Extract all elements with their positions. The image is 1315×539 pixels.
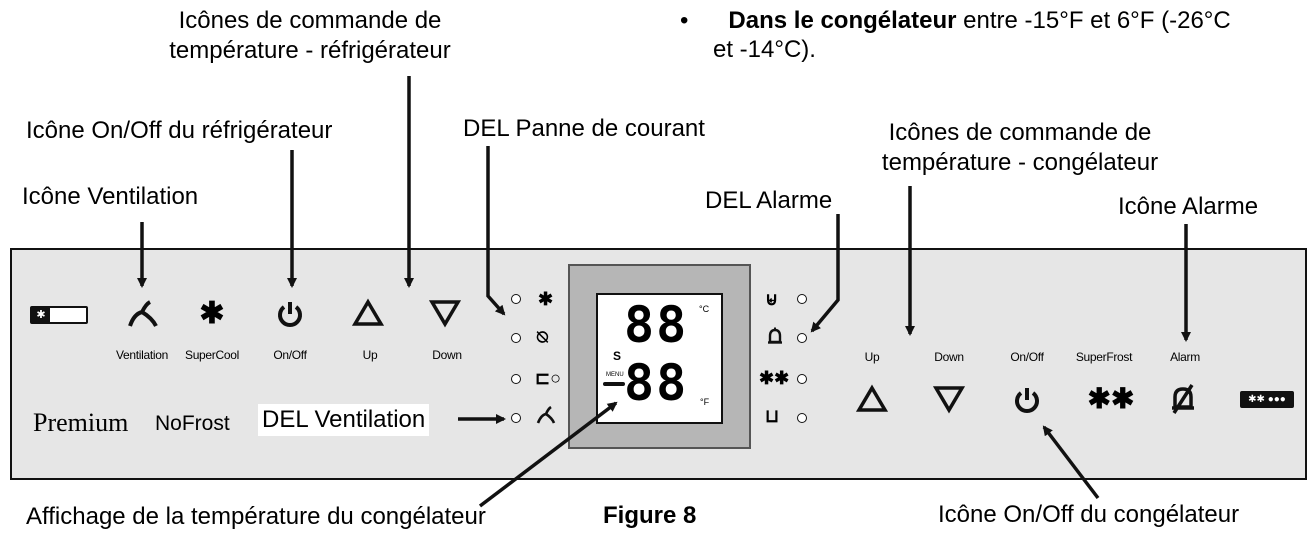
temperature-note: • Dans le congélateur entre -15°F et 6°F… <box>680 6 1231 64</box>
triangle-up-icon[interactable] <box>847 384 897 421</box>
power-icon[interactable] <box>265 298 315 337</box>
arrow-freezer-display <box>478 401 618 508</box>
alarm-off-icon[interactable] <box>1158 383 1208 422</box>
up-glyph <box>855 384 889 412</box>
snowflake-icon[interactable]: ✱ <box>199 297 225 330</box>
ventilation-led-glyph <box>536 405 556 424</box>
supercool-button-label: SuperCool <box>184 348 239 362</box>
freezer-temp-icons-callout: Icônes de commande de température - cong… <box>850 118 1190 178</box>
s-indicator: S <box>613 349 622 363</box>
figure-caption: Figure 8 <box>603 502 697 529</box>
bell-glyph <box>768 327 782 344</box>
arrow-freezer-onoff <box>1042 425 1100 500</box>
double-snowflake-icon[interactable]: ✱✱ <box>1087 383 1135 414</box>
power-failure-icon: ⍉ <box>537 327 548 347</box>
ventilation-led <box>511 413 521 423</box>
power-icon[interactable] <box>1002 384 1052 423</box>
superfrost-led-icon: ✱✱ <box>759 368 790 388</box>
snowflake-led-icon: ✱ <box>538 289 554 309</box>
power-glyph <box>278 302 302 327</box>
bell-icon <box>766 327 784 351</box>
alarm-led-callout: DEL Alarme <box>705 187 833 214</box>
freezer-display-callout: Affichage de la température du congélate… <box>26 503 486 530</box>
superfrost-button-label: SuperFrost <box>1075 350 1133 364</box>
power-failure-led <box>511 333 521 343</box>
key-icon: ⊏○ <box>535 368 561 388</box>
callout-line: Icônes de commande de <box>888 119 1152 146</box>
alarm-button-label: Alarm <box>1170 350 1200 364</box>
fahrenheit-unit: °F <box>700 397 710 407</box>
freezer-onoff-button-label: On/Off <box>1010 350 1044 364</box>
brand-nofrost: NoFrost <box>155 412 230 435</box>
note-line-2: et -14°C). <box>713 36 816 63</box>
arrow-power-failure-led <box>486 146 506 316</box>
power-failure-led-callout: DEL Panne de courant <box>463 115 705 142</box>
triangle-down-icon[interactable] <box>924 384 974 421</box>
freezer-temp-digits: 88 <box>624 354 689 412</box>
fridge-onoff-button-label: On/Off <box>273 348 307 362</box>
callout-line: température - congélateur <box>881 149 1159 176</box>
alarm-off-glyph <box>1172 384 1194 414</box>
note-bold: Dans le congélateur <box>728 7 957 34</box>
freezer-up-button-label: Up <box>864 350 880 364</box>
brand-premium: Premium <box>33 408 129 437</box>
freezer-onoff-callout: Icône On/Off du congélateur <box>938 501 1240 528</box>
bucket-led <box>797 413 807 423</box>
fridge-onoff-callout: Icône On/Off du réfrigérateur <box>26 117 333 144</box>
down-glyph <box>932 386 966 414</box>
menu-indicator: MENU <box>606 372 624 378</box>
fridge-temp-icons-callout: Icônes de commande de température - réfr… <box>140 6 480 66</box>
note-line-1: • Dans le congélateur entre -15°F et 6°F… <box>680 6 1231 35</box>
bullet: • <box>680 7 689 34</box>
alarm-led <box>797 333 807 343</box>
indicator-bar-left-icon: ✱ <box>30 306 88 324</box>
ice-tray-icon: ⊌ <box>765 289 779 309</box>
bucket-icon: ⊔ <box>765 406 780 426</box>
lock-led <box>511 374 521 384</box>
superfrost-led <box>797 374 807 384</box>
alarm-icon-callout: Icône Alarme <box>1118 193 1259 220</box>
down-glyph <box>428 300 462 328</box>
note-rest: entre -15°F et 6°F (-26°C <box>956 7 1231 34</box>
up-glyph <box>351 298 385 326</box>
ventilation-button-label: Ventilation <box>115 348 169 362</box>
freezer-down-button-label: Down <box>934 350 964 364</box>
triangle-down-icon[interactable] <box>420 298 470 335</box>
triangle-up-icon[interactable] <box>343 298 393 335</box>
ventilation-icon-callout: Icône Ventilation <box>22 183 199 210</box>
fridge-up-button-label: Up <box>362 348 378 362</box>
ventilation-glyph <box>128 300 158 327</box>
menu-bar <box>603 382 625 386</box>
callout-line: température - réfrigérateur <box>169 37 451 64</box>
fridge-down-button-label: Down <box>432 348 462 362</box>
indicator-bar-right-icon: ✱✱ ●●● <box>1240 391 1294 408</box>
celsius-unit: °C <box>699 304 710 314</box>
fridge-temp-digits: 88 <box>624 296 689 354</box>
callout-line: Icônes de commande de <box>178 7 442 34</box>
icetray-led <box>797 294 807 304</box>
display-screen <box>596 293 723 424</box>
ventilation-icon[interactable] <box>117 300 167 339</box>
arrow-alarm-led <box>810 214 840 333</box>
ventilation-led-icon <box>535 405 557 430</box>
power-glyph <box>1015 388 1039 413</box>
supercool-led <box>511 294 521 304</box>
ventilation-led-callout: DEL Ventilation <box>258 404 430 436</box>
